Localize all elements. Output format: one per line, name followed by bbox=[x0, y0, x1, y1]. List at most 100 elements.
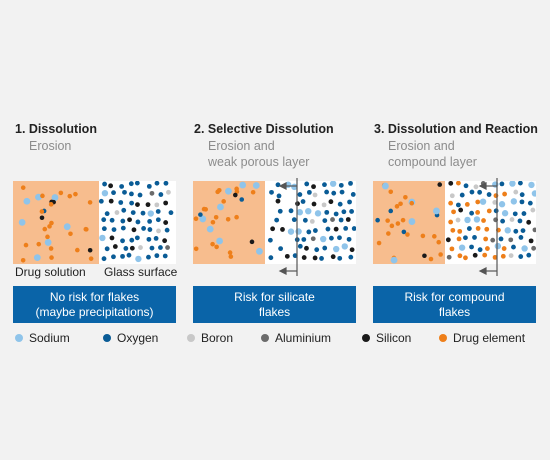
atom bbox=[500, 253, 506, 259]
atom bbox=[270, 226, 276, 232]
atom bbox=[477, 247, 483, 253]
particle bbox=[217, 203, 224, 211]
atom bbox=[322, 218, 328, 224]
atom bbox=[351, 226, 356, 231]
oxygen-dot-icon bbox=[103, 334, 111, 342]
atom bbox=[502, 191, 508, 197]
atom bbox=[448, 219, 454, 225]
atom bbox=[140, 210, 146, 216]
atom bbox=[147, 227, 153, 232]
panel-selective-dissolution bbox=[193, 181, 356, 264]
particle bbox=[210, 241, 215, 247]
atom bbox=[510, 198, 518, 205]
atom bbox=[521, 245, 528, 252]
particle bbox=[394, 204, 400, 209]
particle bbox=[20, 257, 26, 263]
atom bbox=[450, 227, 456, 233]
atom bbox=[348, 181, 353, 186]
atom bbox=[104, 211, 110, 217]
atom bbox=[275, 198, 281, 204]
atom bbox=[486, 192, 492, 197]
arrow-head-icon bbox=[478, 267, 487, 275]
atom bbox=[325, 226, 331, 232]
panel-selective-graphic bbox=[193, 181, 356, 264]
atom bbox=[312, 192, 318, 198]
particle bbox=[436, 239, 442, 245]
atom bbox=[473, 184, 479, 190]
label-drug-solution: Drug solution bbox=[15, 265, 86, 279]
particle bbox=[433, 207, 440, 215]
particle bbox=[385, 218, 390, 223]
atom bbox=[158, 192, 164, 197]
atom bbox=[284, 181, 292, 188]
atom bbox=[477, 189, 483, 195]
particle bbox=[49, 255, 54, 260]
atom bbox=[455, 202, 461, 208]
atom bbox=[456, 236, 462, 242]
particle bbox=[234, 214, 239, 220]
atom bbox=[490, 237, 496, 243]
atom bbox=[330, 254, 336, 260]
atom bbox=[280, 227, 285, 232]
atom bbox=[464, 201, 470, 207]
atom bbox=[531, 245, 536, 251]
atom bbox=[155, 217, 161, 223]
atom bbox=[292, 253, 298, 259]
atom bbox=[494, 242, 502, 250]
atom bbox=[311, 201, 317, 207]
particle bbox=[389, 223, 395, 229]
atom bbox=[120, 225, 126, 231]
particle bbox=[36, 241, 42, 247]
atom bbox=[134, 181, 140, 186]
panel-reaction-graphic bbox=[373, 181, 536, 264]
particle bbox=[198, 212, 203, 217]
legend-sodium: Sodium bbox=[15, 331, 70, 345]
particle bbox=[35, 193, 42, 201]
particle bbox=[401, 229, 407, 235]
atom bbox=[532, 227, 536, 233]
legend-silicon: Silicon bbox=[362, 331, 411, 345]
atom bbox=[164, 227, 170, 233]
arrow-head-icon bbox=[278, 267, 287, 275]
atom bbox=[475, 209, 481, 215]
atom bbox=[135, 255, 142, 263]
particle bbox=[58, 190, 64, 196]
particle bbox=[225, 187, 232, 195]
atom bbox=[513, 228, 519, 234]
atom bbox=[479, 198, 487, 205]
atom bbox=[463, 183, 469, 189]
atom bbox=[147, 218, 153, 224]
particle bbox=[42, 226, 48, 232]
legend-aluminium: Aluminium bbox=[261, 331, 331, 345]
atom bbox=[455, 217, 461, 223]
atom bbox=[531, 190, 536, 197]
atom bbox=[129, 237, 135, 243]
atom bbox=[137, 192, 143, 198]
particle bbox=[249, 239, 255, 245]
atom bbox=[484, 226, 490, 232]
particle bbox=[18, 218, 26, 226]
atom bbox=[483, 236, 489, 242]
atom bbox=[284, 253, 290, 259]
atom bbox=[337, 235, 342, 241]
particle bbox=[215, 189, 220, 195]
atom bbox=[504, 227, 511, 234]
particle bbox=[87, 247, 93, 253]
atom bbox=[156, 228, 161, 234]
atom bbox=[163, 181, 169, 186]
particle bbox=[23, 197, 31, 205]
atom bbox=[149, 245, 155, 251]
step2-subtitle: Erosion and weak porous layer bbox=[208, 139, 310, 169]
atom bbox=[123, 246, 129, 251]
atom bbox=[168, 210, 174, 216]
legend-boron: Boron bbox=[187, 331, 233, 345]
atom bbox=[120, 253, 125, 259]
atom bbox=[146, 254, 151, 260]
atom bbox=[302, 217, 308, 223]
particle bbox=[83, 226, 89, 232]
atom bbox=[448, 181, 454, 186]
particle bbox=[386, 231, 391, 236]
atom bbox=[333, 226, 339, 232]
atom bbox=[149, 190, 155, 196]
